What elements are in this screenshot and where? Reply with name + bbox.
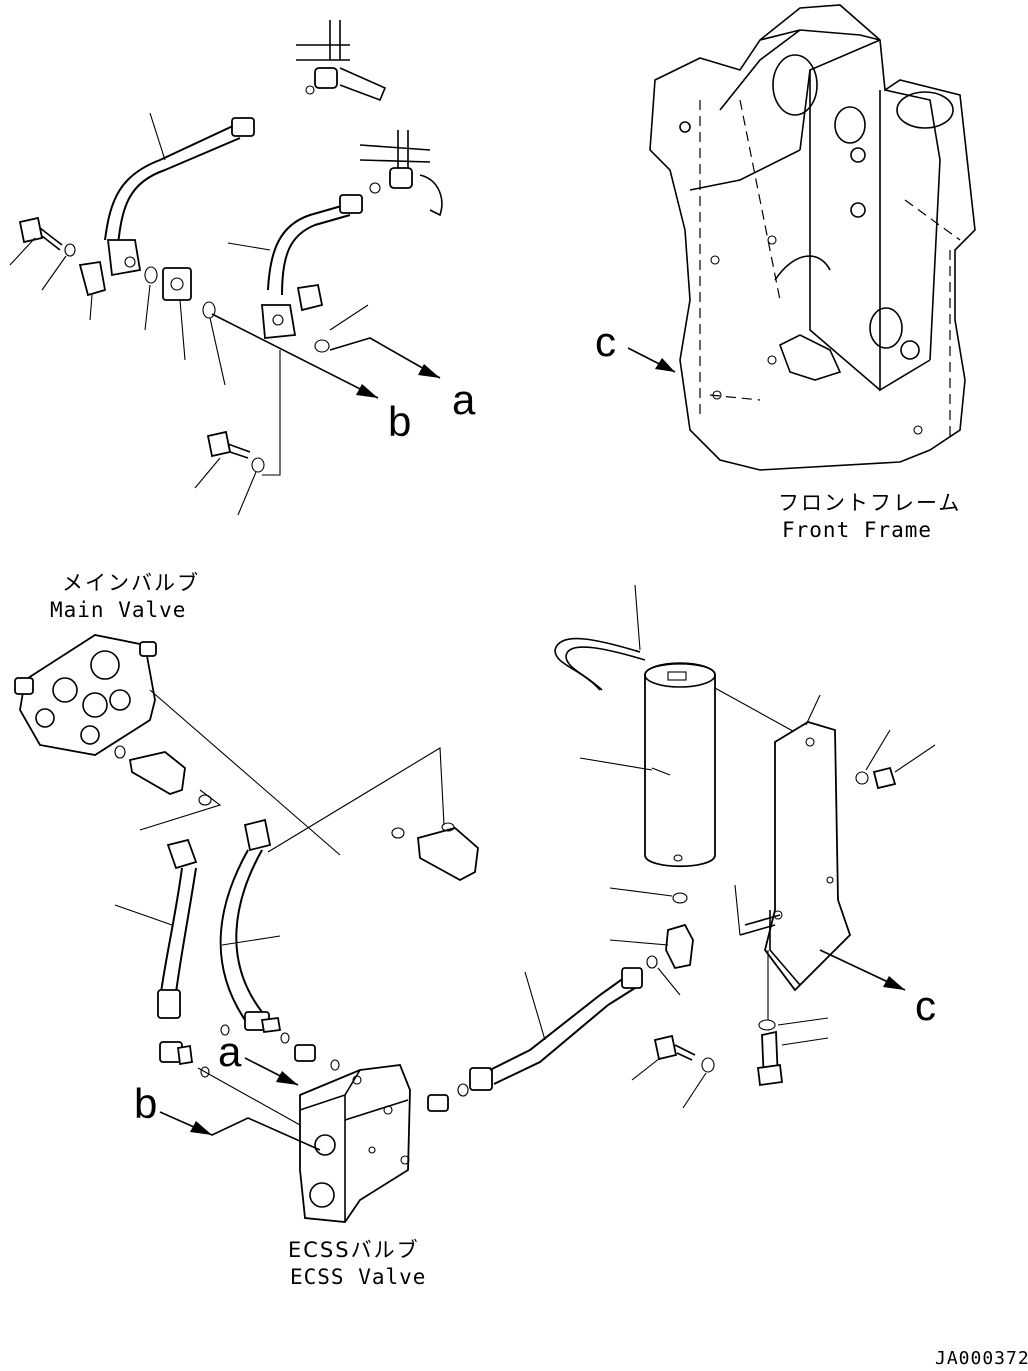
ecss-valve-drawing [197, 1064, 469, 1223]
bottom-bolts [631, 1017, 829, 1109]
reference-letter-b-bottom: b [134, 1080, 157, 1127]
reference-arrows-ab-bottom: a b [134, 1028, 321, 1151]
reference-arrows-ab-top: b a [211, 313, 476, 445]
tee-fitting [267, 747, 479, 882]
front-frame-label-en: Front Frame [782, 518, 932, 542]
reference-letter-c-bottom: c [915, 982, 936, 1029]
drawing-code: JA000372 [935, 1348, 1028, 1369]
accumulator-drawing [554, 584, 801, 970]
reference-letter-a-bottom: a [218, 1028, 242, 1075]
lower-hose-assembly [114, 789, 340, 1078]
ecss-valve-label-en: ECSS Valve [290, 1265, 426, 1289]
reference-letter-b: b [388, 398, 411, 445]
main-valve-label-en: Main Valve [50, 598, 186, 622]
mounting-bracket [734, 694, 936, 1020]
reference-arrow-c-bottom: c [819, 949, 936, 1029]
reference-letter-a: a [452, 376, 476, 423]
upper-hose-assembly [9, 20, 443, 516]
accumulator-hose [469, 955, 681, 1091]
front-frame-drawing [649, 4, 976, 471]
main-valve-label-jp: メインバルブ [62, 571, 200, 595]
main-valve-drawing [14, 634, 341, 856]
reference-letter-c: c [595, 318, 616, 365]
front-frame-label-jp: フロントフレーム [778, 491, 961, 515]
ecss-valve-label-jp: ECSSバルブ [288, 1238, 420, 1262]
reference-arrow-c-top: c [595, 318, 676, 373]
